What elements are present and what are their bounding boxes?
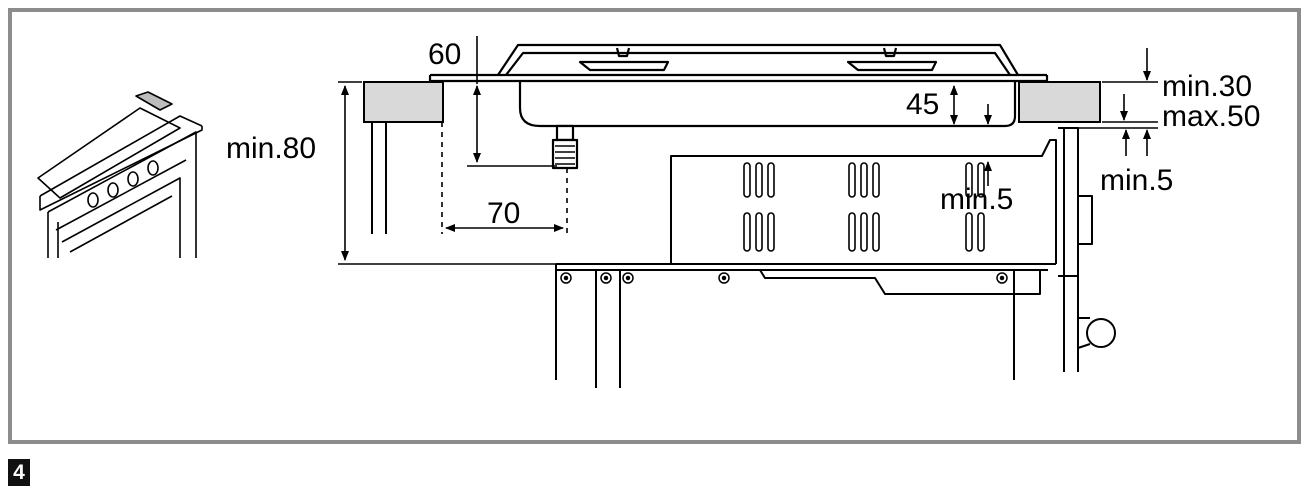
oven-vent-slots <box>743 162 985 252</box>
installation-diagram: 60 min.80 70 45 min.5 min.30 max.50 min.… <box>37 36 1260 388</box>
dimension-label-min5-oven: min.5 <box>940 183 1013 216</box>
cooktop-perspective-thumbnail <box>37 91 203 258</box>
dimension-label-max50: max.50 <box>1162 100 1260 133</box>
cabinet-screws <box>560 272 1008 284</box>
step-number-badge: 4 <box>8 459 30 486</box>
dimension-label-60: 60 <box>428 38 461 71</box>
dimension-label-70: 70 <box>487 197 520 230</box>
dimension-label-min30: min.30 <box>1162 70 1252 103</box>
oven-front-panel <box>1058 127 1116 372</box>
figure-frame: 60 min.80 70 45 min.5 min.30 max.50 min.… <box>8 8 1301 444</box>
dimension-lines <box>338 36 1158 265</box>
dimension-label-min5-right: min.5 <box>1100 164 1173 197</box>
worktop-left <box>363 81 444 234</box>
gas-hob <box>428 43 1049 170</box>
built-in-oven <box>555 139 1057 388</box>
dimension-label-45: 45 <box>906 88 939 121</box>
worktop-right <box>1018 81 1101 123</box>
dimension-label-min80: min.80 <box>226 132 316 165</box>
